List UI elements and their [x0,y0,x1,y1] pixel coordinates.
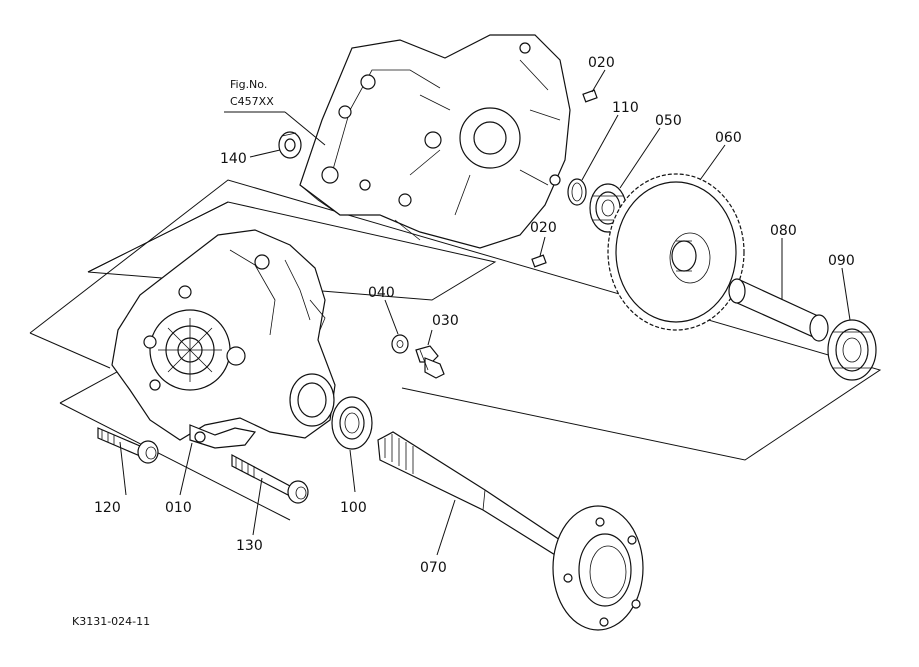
axle-shaft-070 [377,431,644,631]
snap-ring-110 [567,178,587,206]
fig-no-line1: Fig.No. [230,78,267,91]
bolt-130 [231,453,309,504]
label-050: 050 [655,113,682,129]
label-020-upper: 020 [588,55,615,71]
collar-080 [728,278,829,342]
labels: Fig.No. C457XX 020 110 050 060 080 090 1… [72,55,855,628]
label-030: 030 [432,313,459,329]
oil-seal-100 [331,396,373,450]
label-010: 010 [165,500,192,516]
washer-040 [391,334,409,354]
bearing-090 [827,319,877,381]
bushing-140 [278,131,302,159]
label-110: 110 [612,100,639,116]
pin-020-upper [582,89,598,103]
label-070: 070 [420,560,447,576]
label-040: 040 [368,285,395,301]
leader-lines [119,69,851,556]
label-100: 100 [340,500,367,516]
upper-case-plate [299,34,571,249]
bolt-120 [97,427,159,464]
gear-060 [607,173,745,331]
label-080: 080 [770,223,797,239]
label-120: 120 [94,500,121,516]
pin-020-lower [531,254,547,268]
label-140: 140 [220,151,247,167]
label-130: 130 [236,538,263,554]
label-090: 090 [828,253,855,269]
label-020-lower: 020 [530,220,557,236]
fig-no-line2: C457XX [230,95,274,108]
plug-bolt-030 [415,345,445,379]
reference-code: K3131-024-11 [72,615,150,628]
label-060: 060 [715,130,742,146]
case-010 [111,229,336,449]
